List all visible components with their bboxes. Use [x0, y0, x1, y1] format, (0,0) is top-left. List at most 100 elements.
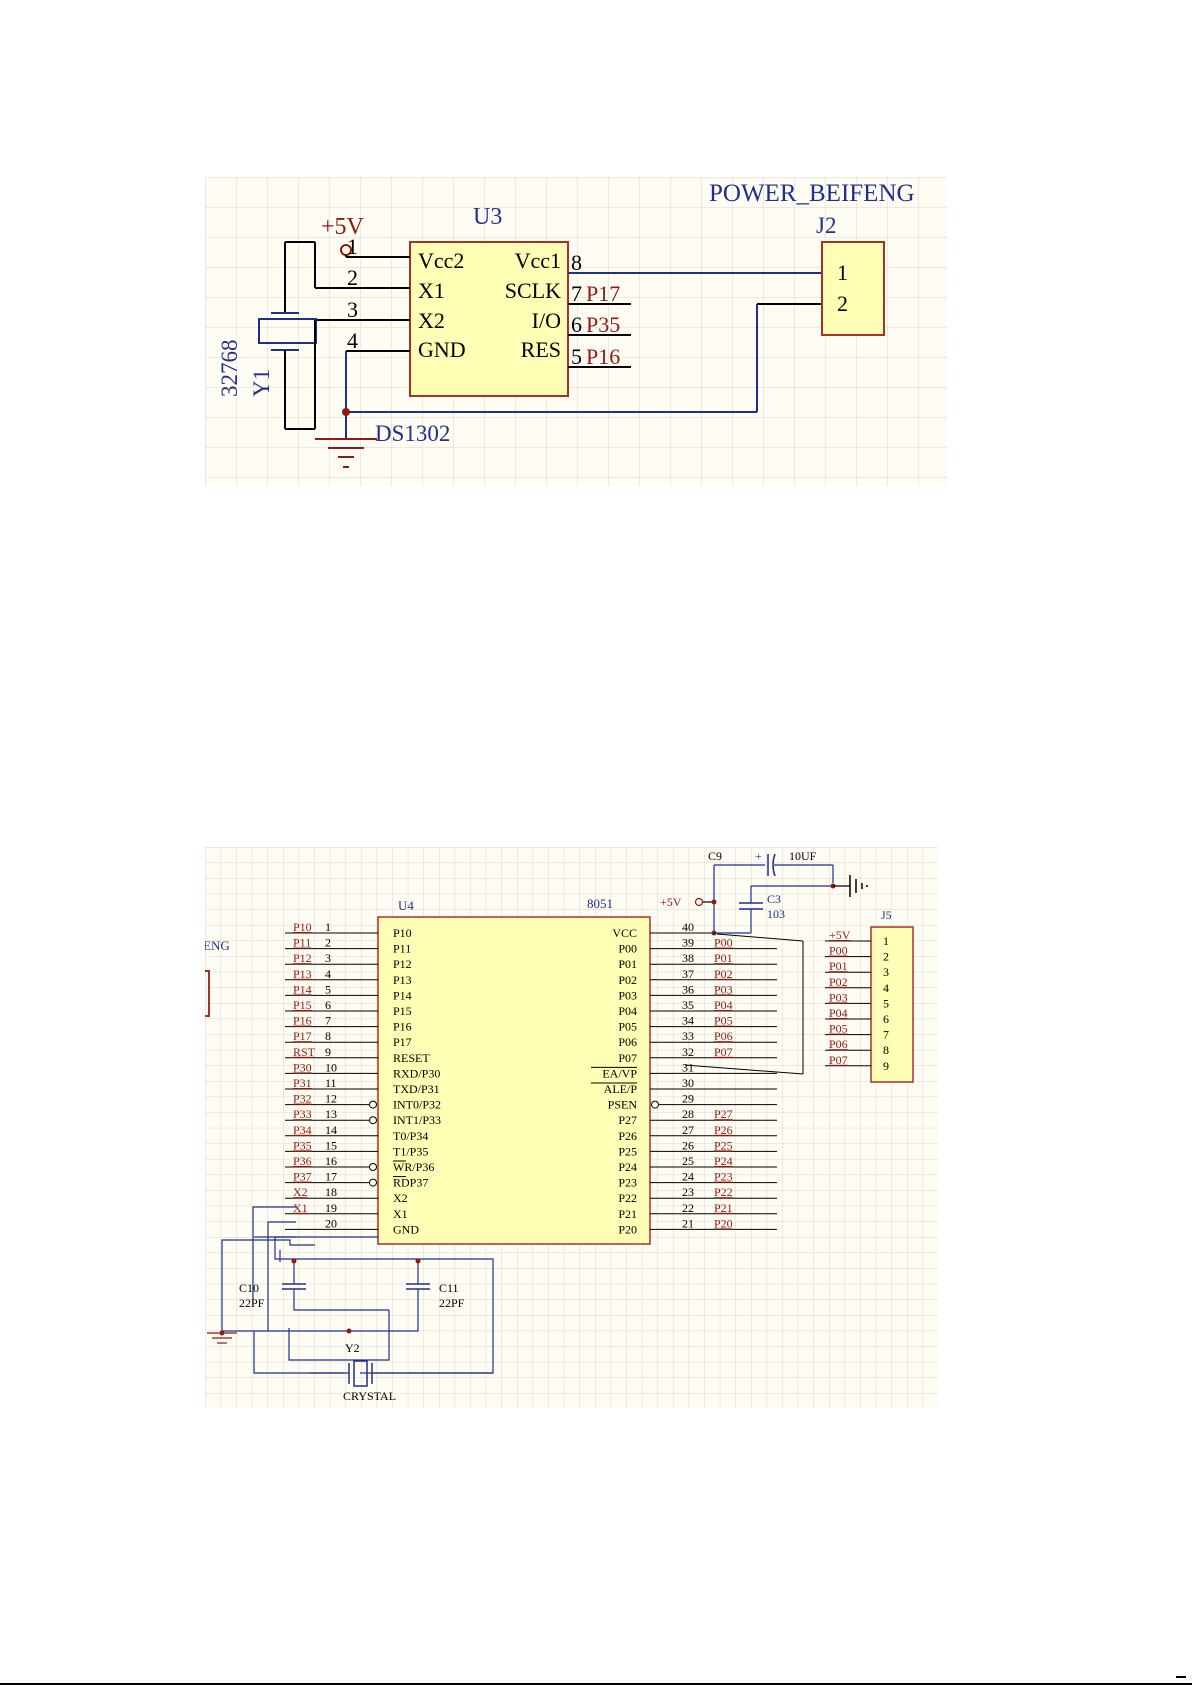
pin-number: 7 [325, 1014, 331, 1028]
schematic-title: POWER_BEIFENG [709, 180, 915, 207]
connector-pin-number: 2 [883, 950, 889, 964]
pin-name: SCLK [505, 278, 561, 303]
pin-number: 28 [682, 1107, 694, 1121]
pin-name: P16 [393, 1020, 412, 1034]
mcu-8051-chip [377, 916, 651, 1245]
net-label: P35 [293, 1138, 312, 1152]
c9-value: 10UF [789, 849, 817, 863]
connector-net-label: P00 [829, 944, 848, 958]
net-label: P34 [293, 1123, 312, 1137]
net-label: P24 [714, 1154, 733, 1168]
net-label: P17 [586, 281, 620, 306]
capacitor-c10 [282, 1283, 306, 1290]
pin-name: P15 [393, 1004, 412, 1018]
c10-value: 22PF [239, 1296, 265, 1310]
pin-number: 8 [325, 1029, 331, 1043]
pin-number: 27 [682, 1123, 694, 1137]
c3-ref: C3 [767, 892, 781, 906]
pin-name: P03 [618, 988, 637, 1002]
pin-name: P14 [393, 988, 412, 1002]
pin-number: 24 [682, 1170, 694, 1184]
pin-name: P13 [393, 973, 412, 987]
c9-ref: C9 [708, 849, 722, 863]
crystal-value: 32768 [217, 340, 242, 398]
net-label: X1 [293, 1201, 308, 1215]
pin-name: I/O [532, 308, 561, 333]
pin-name: TXD/P31 [393, 1082, 440, 1096]
pin-number: 3 [325, 951, 331, 965]
connector-net-label: P04 [829, 1006, 848, 1020]
pin-name: T1/P35 [393, 1144, 428, 1158]
pin-number: 5 [325, 982, 331, 996]
connector-net-label: P06 [829, 1037, 848, 1051]
pin-number: 19 [325, 1201, 337, 1215]
page-footer-mark [1176, 1676, 1186, 1678]
net-label: P00 [714, 936, 733, 950]
pin-name: WR/P36 [393, 1160, 434, 1174]
net-label: X2 [293, 1185, 308, 1199]
connector-net-label: P07 [829, 1053, 848, 1067]
net-label: P07 [714, 1045, 733, 1059]
pin-name: P04 [618, 1004, 637, 1018]
pin-name: RESET [393, 1051, 430, 1065]
net-label: P26 [714, 1123, 733, 1137]
pin-name: X1 [418, 278, 445, 303]
pin-number: 14 [325, 1123, 337, 1137]
pin-name: X1 [393, 1207, 408, 1221]
connector-net-label: +5V [829, 928, 851, 942]
net-label: P30 [293, 1060, 312, 1074]
pin-number: 36 [682, 982, 694, 996]
pin-number: 34 [682, 1014, 694, 1028]
power-label: +5V [660, 895, 682, 909]
crystal-ref: Y1 [249, 369, 274, 397]
pin-number: 17 [325, 1170, 337, 1184]
pin-name: INT1/P33 [393, 1113, 441, 1127]
inverter-bubble [369, 1116, 377, 1125]
inverter-bubble [651, 1100, 659, 1109]
pin-number: 5 [571, 344, 582, 369]
net-label: P10 [293, 920, 312, 934]
pin-number: 21 [682, 1216, 694, 1230]
oscillator-wires [221, 1206, 494, 1374]
pin-name: GND [393, 1222, 419, 1236]
pin-number: 15 [325, 1138, 337, 1152]
connector-j5 [870, 926, 914, 1083]
connector-net-label: P01 [829, 959, 848, 973]
pin-name: P24 [618, 1160, 637, 1174]
net-label: P36 [293, 1154, 312, 1168]
pin-name: P26 [618, 1129, 637, 1143]
net-label: P01 [714, 951, 733, 965]
net-label: P15 [293, 998, 312, 1012]
ground-icon [207, 1332, 237, 1344]
power-terminal [694, 897, 704, 907]
inverter-bubble [369, 1163, 377, 1171]
pin-number: 22 [682, 1201, 694, 1215]
pin-name: P10 [393, 926, 412, 940]
pin-number: 3 [347, 297, 358, 322]
connector-pin-number: 3 [883, 965, 889, 979]
pin-name: ALE/P [604, 1082, 638, 1096]
connector-j2 [821, 241, 885, 336]
net-label: P33 [293, 1107, 312, 1121]
ds1302-chip [409, 241, 569, 397]
connector-pin-number: 4 [883, 981, 889, 995]
pin-number: 2 [347, 265, 358, 290]
pin-name: P02 [618, 973, 637, 987]
chip-part: DS1302 [375, 421, 450, 446]
pin-name: P17 [393, 1035, 412, 1049]
net-label: P16 [293, 1014, 312, 1028]
pin-name: P22 [618, 1191, 637, 1205]
net-label: P32 [293, 1092, 312, 1106]
pin-name: P20 [618, 1222, 637, 1236]
crystal-ref: Y2 [345, 1341, 360, 1355]
pin-number: 9 [325, 1045, 331, 1059]
net-label: P35 [586, 312, 620, 337]
connector-pin-number: 5 [883, 996, 889, 1010]
pin-number: 29 [682, 1092, 694, 1106]
net-label: P25 [714, 1138, 733, 1152]
pin-name: X2 [393, 1191, 408, 1205]
connector-pin-number: 8 [883, 1043, 889, 1057]
pin-number: 37 [682, 967, 694, 981]
net-label: P21 [714, 1201, 733, 1215]
